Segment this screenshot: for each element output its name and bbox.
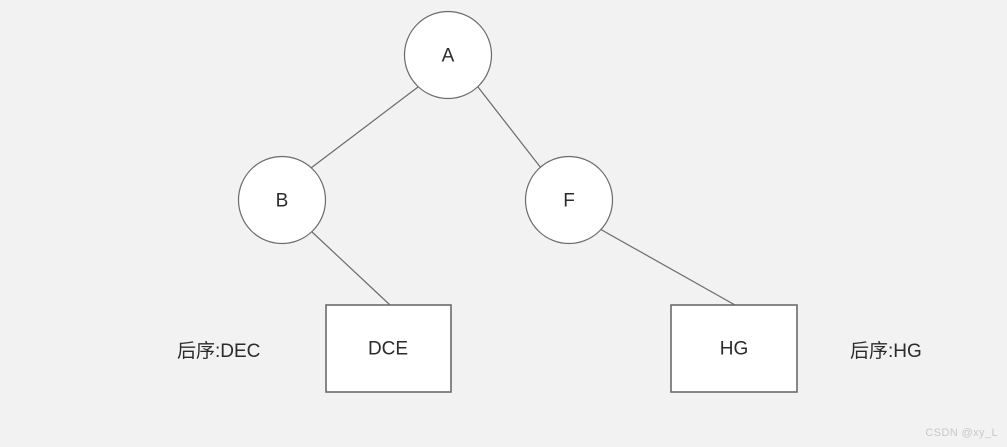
- edge-a-to-f: [477, 86, 542, 169]
- annotation-postorder-left: 后序:DEC: [177, 341, 261, 362]
- node-box-dce[interactable]: [325, 304, 452, 393]
- node-circle-b[interactable]: [237, 155, 327, 245]
- edge-b-to-dce: [310, 230, 391, 306]
- node-box-hg[interactable]: [670, 304, 798, 393]
- node-circle-f[interactable]: [524, 155, 614, 245]
- watermark-label: CSDN @xy_L: [925, 427, 998, 439]
- node-label-dce: DCE: [368, 339, 408, 360]
- annotation-postorder-right: 后序:HG: [850, 341, 922, 362]
- node-label-f: F: [563, 191, 575, 212]
- node-circle-a[interactable]: [403, 10, 493, 100]
- node-label-a: A: [442, 46, 455, 67]
- edge-f-to-hg: [599, 228, 736, 306]
- node-label-b: B: [276, 191, 289, 212]
- node-label-hg: HG: [720, 339, 749, 360]
- edge-a-to-b: [310, 86, 419, 169]
